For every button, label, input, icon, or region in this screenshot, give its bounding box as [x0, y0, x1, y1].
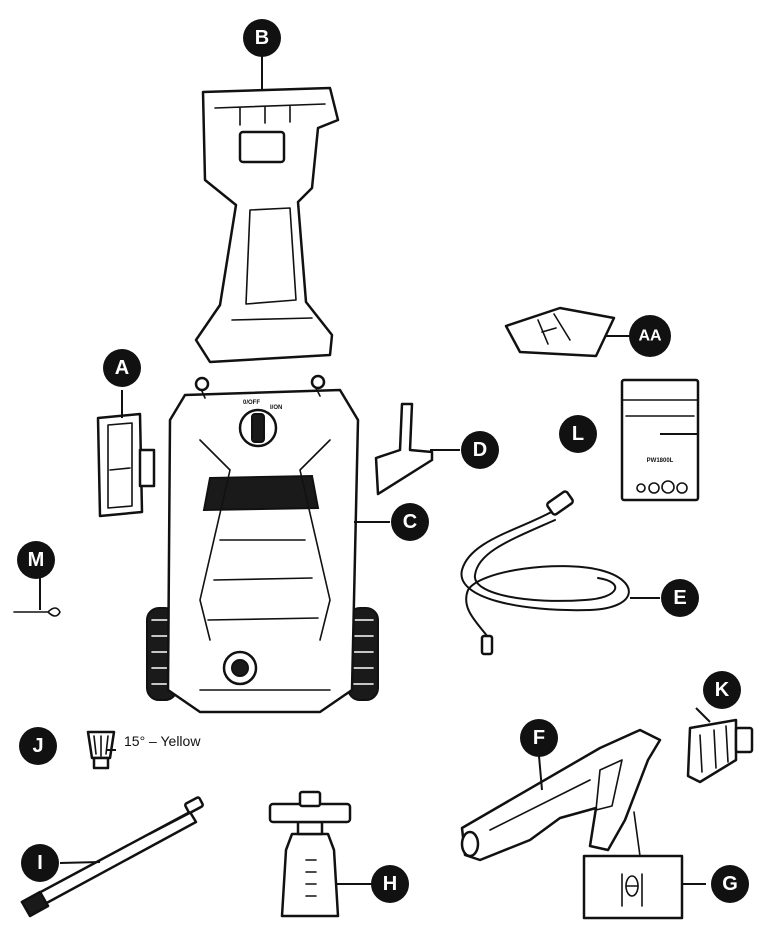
label-E: E — [661, 579, 699, 617]
svg-text:AA: AA — [638, 328, 662, 345]
gun-lock-detail-part — [582, 811, 684, 920]
main-unit-part: 0/OFF I/ON — [146, 374, 379, 714]
svg-text:D: D — [473, 439, 487, 461]
svg-text:J: J — [32, 735, 43, 757]
label-C: C — [391, 503, 429, 541]
svg-text:G: G — [722, 873, 738, 895]
hose-part — [460, 490, 630, 656]
handle-part — [194, 86, 340, 364]
turbo-nozzle-part — [686, 718, 754, 784]
label-L: L — [559, 415, 597, 453]
svg-text:B: B — [255, 27, 269, 49]
leader-lines — [39, 52, 711, 885]
label-AA: AA — [629, 315, 671, 357]
label-F: F — [520, 719, 558, 757]
label-B: B — [243, 19, 281, 57]
label-M: M — [17, 541, 55, 579]
svg-text:A: A — [115, 357, 129, 379]
label-K: K — [703, 671, 741, 709]
foam-cannon-part — [268, 790, 352, 918]
label-D: D — [461, 431, 499, 469]
svg-text:L: L — [572, 423, 584, 445]
cord-hook-part — [96, 412, 156, 518]
oring-kit-part: PW1800L — [620, 378, 700, 502]
svg-text:C: C — [403, 511, 417, 533]
svg-text:H: H — [383, 873, 397, 895]
screw-bag-part — [504, 306, 616, 358]
spray-wand-part — [20, 796, 204, 918]
quick-nozzle-caption: 15° – Yellow — [124, 733, 201, 749]
dial-on-label: I/ON — [270, 405, 282, 411]
dial-off-label: 0/OFF — [243, 400, 260, 406]
label-A: A — [103, 349, 141, 387]
quick-nozzle-part — [86, 730, 116, 770]
svg-text:M: M — [28, 549, 45, 571]
svg-text:I: I — [37, 852, 43, 874]
nozzle-cleaner-part — [13, 607, 61, 617]
label-I: I — [21, 844, 59, 882]
label-H: H — [371, 865, 409, 903]
label-G: G — [711, 865, 749, 903]
svg-text:F: F — [533, 727, 545, 749]
spray-gun-part — [460, 728, 662, 862]
oring-kit-text: PW1800L — [647, 458, 674, 464]
label-J: J — [19, 727, 57, 765]
hose-clip-part — [374, 402, 434, 496]
svg-text:E: E — [673, 587, 686, 609]
svg-text:K: K — [715, 679, 730, 701]
